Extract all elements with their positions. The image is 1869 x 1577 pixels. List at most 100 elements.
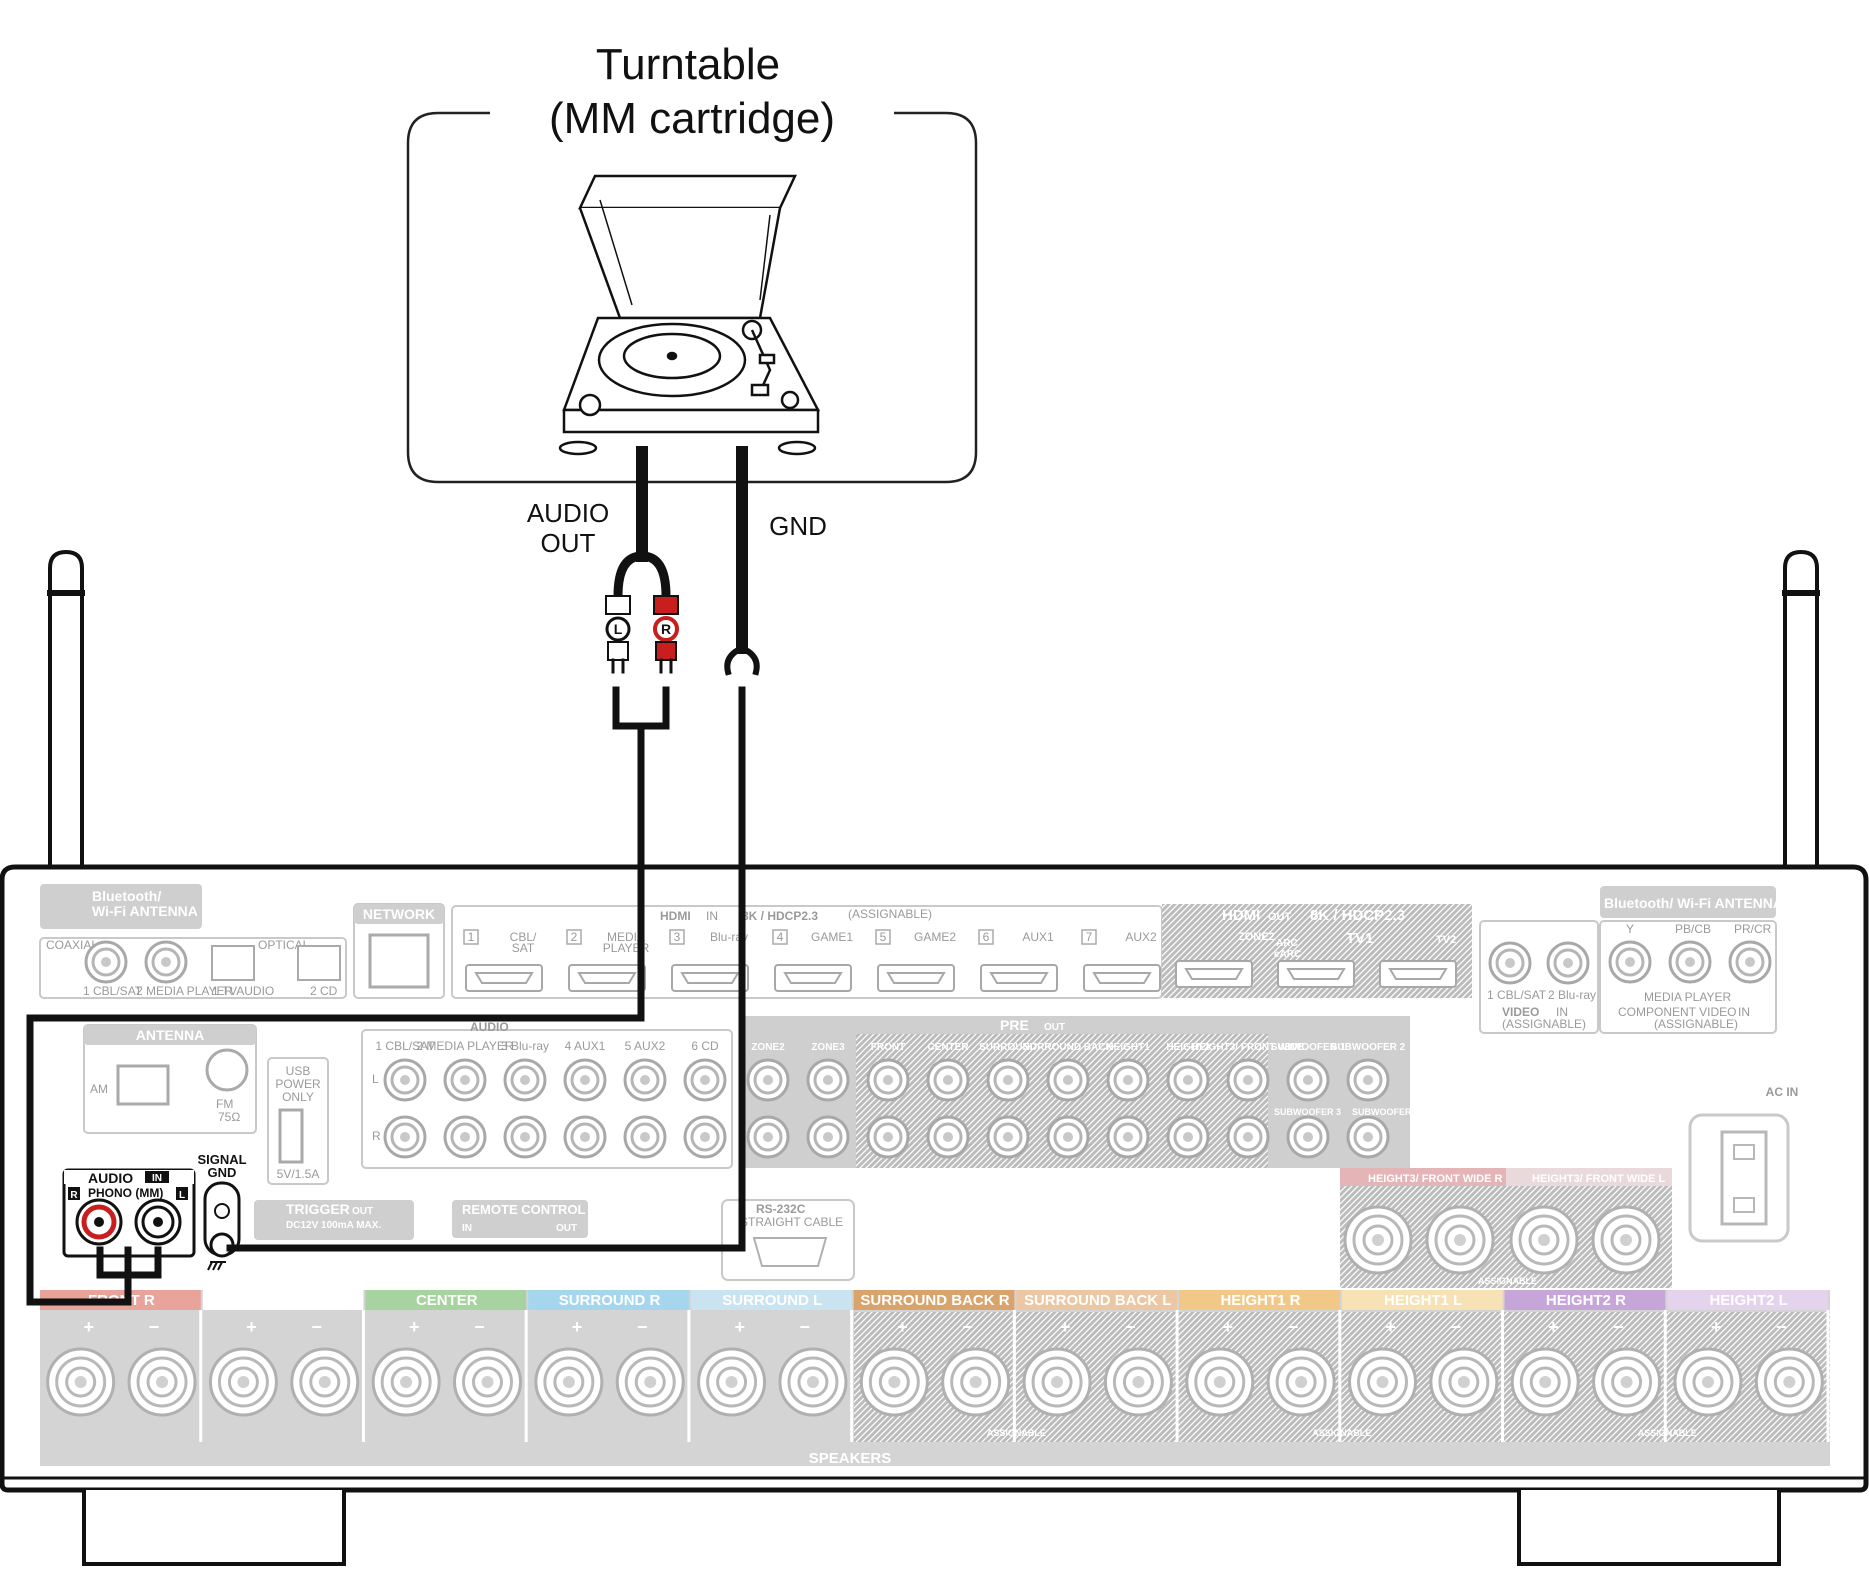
audio-in-l-jack[interactable] [623, 1058, 667, 1102]
speaker-terminal-minus[interactable] [127, 1347, 197, 1417]
speaker-terminal-plus[interactable] [1510, 1347, 1580, 1417]
speaker-group-label: HEIGHT2 L [1709, 1292, 1787, 1309]
speaker-terminal-minus[interactable] [1266, 1347, 1336, 1417]
audio-in-r-jack[interactable] [383, 1115, 427, 1159]
pre-out-jack-top[interactable] [926, 1058, 970, 1102]
speaker-terminal-plus[interactable] [46, 1347, 116, 1417]
pre-out-jack-bottom[interactable] [926, 1115, 970, 1159]
minus-sign: − [800, 1317, 811, 1337]
pre-out-jack-bottom[interactable] [986, 1115, 1030, 1159]
speaker-terminal-minus[interactable] [1754, 1347, 1824, 1417]
video-1-label: 1 CBL/SAT [1487, 988, 1547, 1002]
remote-in-tag: IN [462, 1223, 472, 1234]
rs232c-port[interactable] [752, 1237, 828, 1267]
pre-out-jack-top[interactable] [1106, 1058, 1150, 1102]
audio-in-r-jack[interactable] [443, 1115, 487, 1159]
pre-out-jack-top[interactable] [806, 1058, 850, 1102]
speaker-group-header [202, 1290, 364, 1310]
audio-in-l-jack[interactable] [563, 1058, 607, 1102]
speaker-terminal-plus[interactable] [1673, 1347, 1743, 1417]
height3-r-plus[interactable] [1343, 1205, 1413, 1275]
speaker-terminal-minus[interactable] [778, 1347, 848, 1417]
speaker-terminal-minus[interactable] [1429, 1347, 1499, 1417]
coaxial-jack-2[interactable] [144, 940, 188, 984]
pre-out-jack-bottom[interactable] [1226, 1115, 1270, 1159]
hdmi-in-port-6[interactable] [980, 964, 1058, 992]
pre-out-jack-bottom[interactable] [746, 1115, 790, 1159]
pre-out-jack-top[interactable] [746, 1058, 790, 1102]
audio-in-l-jack[interactable] [383, 1058, 427, 1102]
pre-out-jack-bottom[interactable] [1046, 1115, 1090, 1159]
pre-out-jack-bottom[interactable] [806, 1115, 850, 1159]
pre-out-jack-top[interactable] [1346, 1058, 1390, 1102]
hdmi-input-number-box [566, 929, 582, 945]
pre-out-jack-top[interactable] [1226, 1058, 1270, 1102]
video-jack-2[interactable] [1546, 941, 1590, 985]
speaker-terminal-plus[interactable] [1348, 1347, 1417, 1417]
speaker-terminal-plus[interactable] [697, 1347, 767, 1417]
pre-out-jack-bottom[interactable] [1106, 1115, 1150, 1159]
pre-out-jack-bottom[interactable] [1346, 1115, 1390, 1159]
hdmi-in-port-5[interactable] [877, 964, 955, 992]
speaker-terminal-minus[interactable] [941, 1347, 1011, 1417]
am-terminal[interactable] [116, 1064, 170, 1106]
speaker-terminal-minus[interactable] [1592, 1347, 1662, 1417]
speaker-terminal-plus[interactable] [208, 1347, 278, 1417]
audio-in-l-jack[interactable] [443, 1058, 487, 1102]
audio-in-l-jack[interactable] [683, 1058, 727, 1102]
component-pb-jack[interactable] [1668, 940, 1712, 984]
speaker-group-header [1016, 1290, 1178, 1310]
hdmi-in-port-2[interactable] [568, 964, 646, 992]
phono-r-jack[interactable] [75, 1198, 123, 1246]
coaxial-jack-1[interactable] [84, 940, 128, 984]
video-jack-1[interactable] [1488, 941, 1532, 985]
audio-in-l-jack[interactable] [503, 1058, 547, 1102]
hdmi-out-zone2-port[interactable] [1175, 960, 1253, 988]
pre-out-jack-top[interactable] [1046, 1058, 1090, 1102]
audio-out-label-1: AUDIO [527, 498, 609, 528]
speaker-terminal-plus[interactable] [859, 1347, 929, 1417]
optical-jack-1[interactable] [211, 945, 255, 981]
pre-out-jack-top[interactable] [1166, 1058, 1210, 1102]
pre-out-jack-bottom[interactable] [1166, 1115, 1210, 1159]
pre-out-jack-top[interactable] [866, 1058, 910, 1102]
pre-out-jack-bottom[interactable] [1286, 1115, 1330, 1159]
speaker-terminal-minus[interactable] [615, 1347, 685, 1417]
hdmi-in-port-3[interactable] [671, 964, 749, 992]
audio-in-r-jack[interactable] [623, 1115, 667, 1159]
height3-l-plus[interactable] [1509, 1205, 1579, 1275]
hdmi-in-port-1[interactable] [465, 964, 543, 992]
speaker-terminal-minus[interactable] [290, 1347, 360, 1417]
pre-out-jack-top[interactable] [986, 1058, 1030, 1102]
usb-port[interactable] [278, 1108, 304, 1164]
speaker-group-header [690, 1290, 852, 1310]
hdmi-in-port-7[interactable] [1083, 964, 1161, 992]
fm-jack[interactable] [205, 1048, 249, 1092]
phono-l-jack[interactable] [134, 1198, 182, 1246]
speaker-terminal-plus[interactable] [1185, 1347, 1255, 1417]
audio-in-r-jack[interactable] [563, 1115, 607, 1159]
speaker-terminal-plus[interactable] [371, 1347, 441, 1417]
height3-l-minus[interactable] [1591, 1205, 1661, 1275]
optical-jack-2[interactable] [297, 945, 341, 981]
hdmi-out-tv1-port[interactable] [1277, 960, 1355, 988]
speaker-terminal-plus[interactable] [1022, 1347, 1092, 1417]
sub3-label: SUBWOOFER 3 [1274, 1107, 1341, 1117]
pre-out-jack-bottom[interactable] [866, 1115, 910, 1159]
speaker-terminal-plus[interactable] [534, 1347, 604, 1417]
speaker-terminal-minus[interactable] [453, 1347, 522, 1417]
component-y-jack[interactable] [1608, 940, 1652, 984]
audio-in-r-tag: R [372, 1129, 381, 1143]
audio-in-r-jack[interactable] [503, 1115, 547, 1159]
component-pr-jack[interactable] [1728, 940, 1772, 984]
speaker-terminal-minus[interactable] [1103, 1347, 1173, 1417]
speaker-group-header [528, 1290, 689, 1310]
pre-out-jack-top[interactable] [1286, 1058, 1330, 1102]
hdmi-out-tv2-port[interactable] [1379, 960, 1457, 988]
lan-port[interactable] [368, 933, 430, 989]
hdmi-in-port-4[interactable] [774, 964, 852, 992]
minus-sign: − [1288, 1317, 1299, 1337]
speaker-group-header [1667, 1290, 1828, 1310]
audio-in-r-jack[interactable] [683, 1115, 727, 1159]
height3-r-minus[interactable] [1425, 1205, 1495, 1275]
